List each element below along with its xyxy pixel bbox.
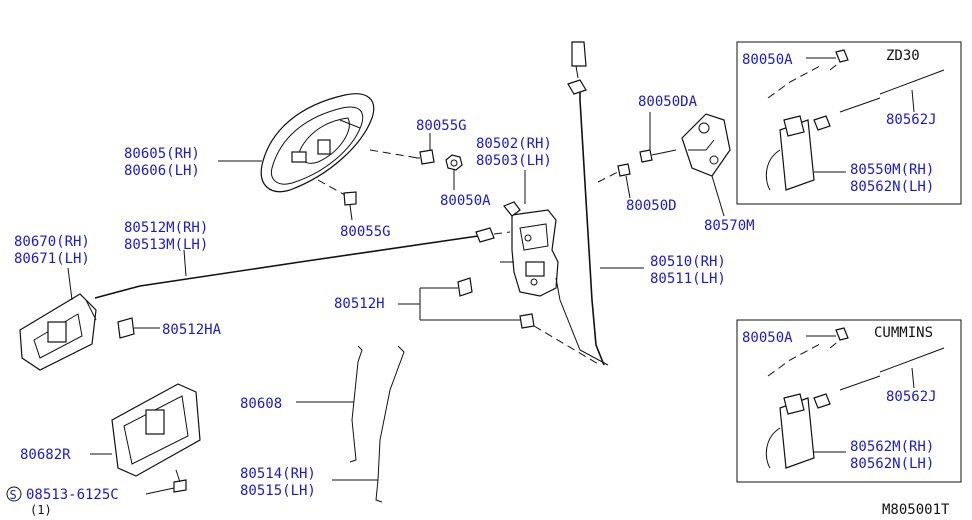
inside-handle-base [260,93,375,193]
label-80671: 80671(LH) [14,251,90,267]
label-80608: 80608 [240,396,282,412]
label-80050a: 80050A [440,193,491,209]
label-80514: 80514(RH) [240,466,316,482]
inset-cummins-80562m: 80562M(RH) [850,439,934,455]
svg-text:S: S [10,488,17,502]
inset-cummins-80562n: 80562N(LH) [850,456,934,472]
label-08513-qty: (1) [30,503,52,517]
label-80512ha: 80512HA [162,322,222,338]
label-80512m: 80512M(RH) [124,220,208,236]
inset-cummins-80562j: 80562J [886,389,937,405]
clips-80512h [457,277,535,329]
label-80050d: 80050D [626,198,677,214]
lock-rod [555,41,609,366]
clip-80055g-top [416,149,435,165]
label-80515: 80515(LH) [240,483,316,499]
label-80055g-top: 80055G [416,118,467,134]
escutcheon-80682r [111,383,201,477]
label-80670: 80670(RH) [14,234,90,250]
label-80570m: 80570M [704,218,755,234]
bolt-80050da [639,149,677,163]
inset-zd30-80550m: 80550M(RH) [850,162,934,178]
clip-80512ha [117,317,135,339]
cable-80512m [94,227,511,299]
label-80511: 80511(LH) [650,271,726,287]
label-80605: 80605(RH) [124,146,200,162]
rod-80514 [375,345,405,503]
striker-80570m [681,113,731,177]
diagram-code: M805001T [882,502,950,518]
label-80513m: 80513M(LH) [124,237,208,253]
rod-80608 [349,345,363,463]
screw-symbol: S [6,486,22,502]
inset-cummins [736,319,962,483]
label-80512h: 80512H [334,296,385,312]
bolt-80050d [597,163,631,183]
label-80502: 80502(RH) [476,136,552,152]
nut-80050a [445,154,463,171]
inset-cummins-title: CUMMINS [874,325,933,341]
clip-80055g-bottom [343,191,357,206]
screw-08513 [173,469,187,493]
label-80682r: 80682R [20,447,71,463]
label-80606: 80606(LH) [124,163,200,179]
inset-zd30-80562j: 80562J [886,112,937,128]
label-80503: 80503(LH) [476,153,552,169]
label-08513: 08513-6125C [26,487,119,503]
label-80055g-bottom: 80055G [340,224,391,240]
inset-zd30-80050a: 80050A [742,52,793,68]
handle-80670 [19,293,97,371]
label-80510: 80510(RH) [650,254,726,270]
inset-zd30-title: ZD30 [886,48,920,64]
label-80050da: 80050DA [638,94,698,110]
inset-cummins-80050a: 80050A [742,330,793,346]
inset-zd30-80562n: 80562N(LH) [850,179,934,195]
door-lock-assembly [500,201,559,297]
inset-zd30 [736,41,962,205]
